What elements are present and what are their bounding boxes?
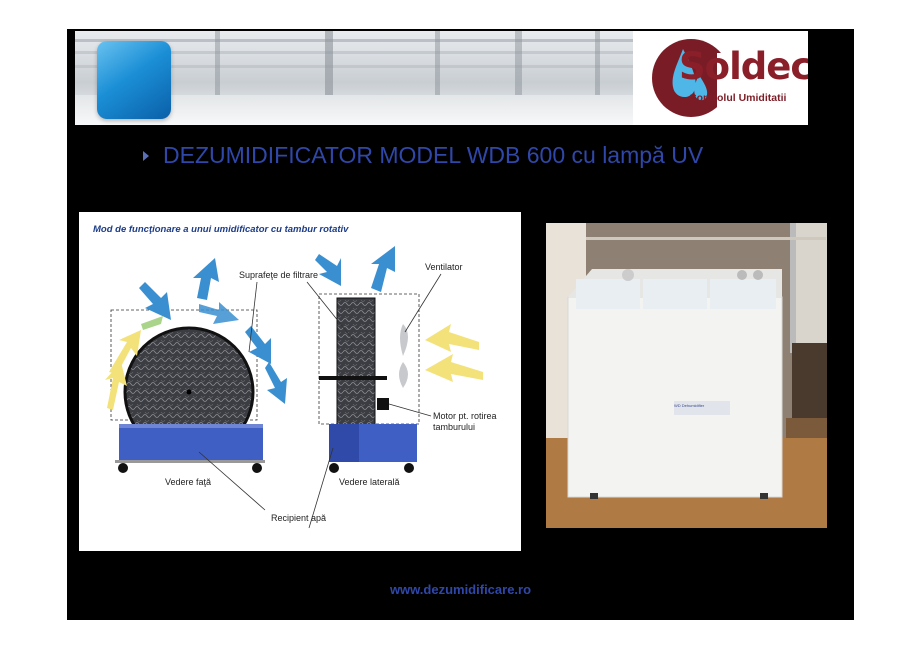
diagram-illustration: [105, 246, 483, 529]
working-principle-diagram: Mod de funcţionare a unui umidificator c…: [79, 212, 521, 551]
diagram-title: Mod de funcţionare a unui umidificator c…: [93, 224, 349, 235]
label-filter-surfaces: Suprafeţe de filtrare: [239, 270, 319, 280]
device-label: WD Dehumidifier: [674, 403, 705, 408]
website-link[interactable]: www.dezumidificare.ro: [389, 582, 532, 597]
header-banner-image: [75, 31, 633, 125]
company-logo: Soldec Controlul Umiditatii: [633, 31, 808, 125]
label-water-tank: Recipient apă: [271, 513, 327, 523]
slide-title-text: DEZUMIDIFICATOR MODEL WDB 600 cu lampă U…: [163, 142, 704, 168]
label-motor-line2: tamburului: [433, 422, 476, 432]
logo-wordmark: Soldec: [679, 45, 808, 88]
label-motor-line1: Motor pt. rotirea: [433, 411, 497, 421]
product-photo: WD Dehumidifier: [546, 223, 827, 528]
label-fan: Ventilator: [425, 262, 463, 272]
logo-tagline: Controlul Umiditatii: [689, 92, 787, 104]
slide: Soldec Controlul Umiditatii DEZUMIDIFICA…: [67, 29, 854, 620]
slide-title: DEZUMIDIFICATOR MODEL WDB 600 cu lampă U…: [143, 142, 703, 169]
label-front-view: Vedere faţă: [165, 477, 212, 487]
water-drop-icon: [652, 39, 808, 117]
triangle-bullet-icon: [143, 150, 149, 161]
label-side-view: Vedere laterală: [339, 477, 400, 487]
blue-square-decoration: [97, 41, 171, 119]
